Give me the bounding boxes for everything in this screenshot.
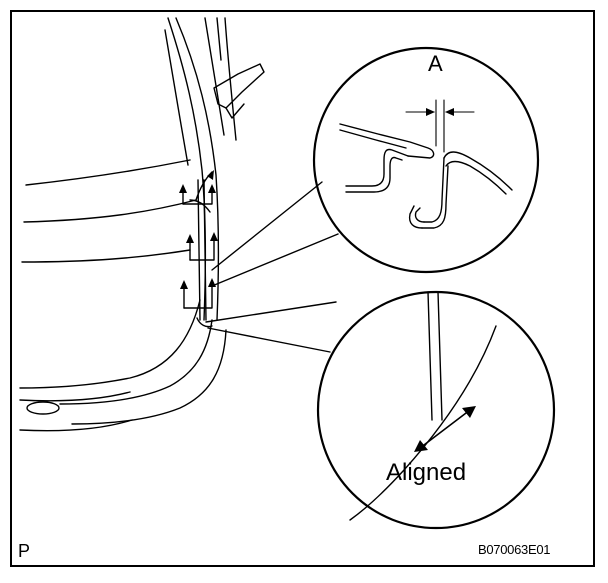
detail-leader-lines xyxy=(205,181,339,353)
vehicle-body-outline xyxy=(19,17,265,432)
gap-dimension-arrows xyxy=(426,108,454,116)
detail-circle-aligned xyxy=(316,290,556,530)
figure-code: B070063E01 xyxy=(478,542,551,557)
panel-marker: P xyxy=(18,541,31,561)
detail-view-label: A xyxy=(428,51,443,76)
install-direction-arrows xyxy=(182,171,215,309)
aligned-label: Aligned xyxy=(386,459,467,486)
aligned-double-arrow xyxy=(414,406,476,452)
detail-circle-a xyxy=(312,46,540,274)
figure-frame xyxy=(10,10,595,567)
